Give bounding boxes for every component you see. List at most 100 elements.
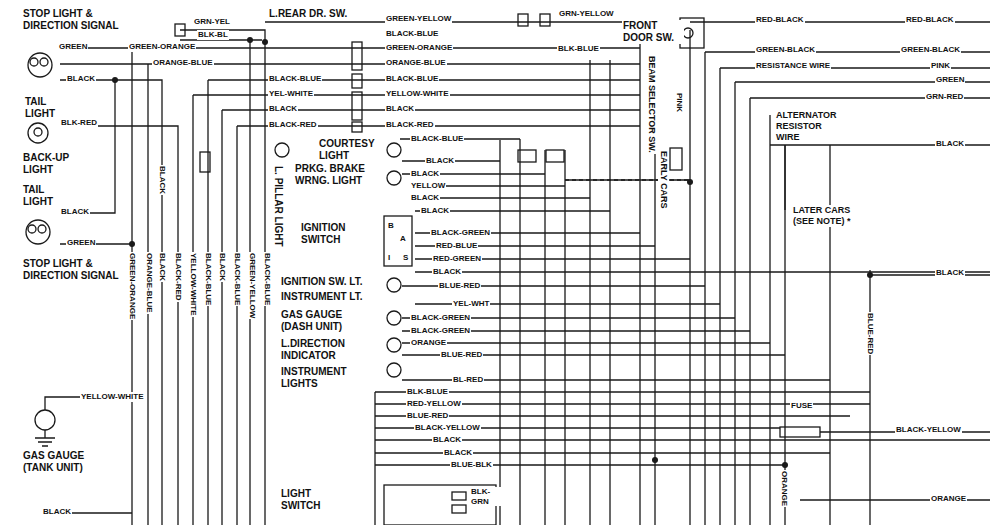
wire-color-label: BLACK [935,139,965,149]
wire-color-label: BLACK [425,156,455,166]
wire-color-label: BLACK [420,206,450,216]
wire-color-label: BL-RED [452,375,484,385]
wire-color-label: BLACK-BLUE [262,252,272,306]
wire-color-label: EARLY CARS [658,150,669,210]
component-label: INSTRUMENT LIGHTS [280,366,352,390]
wire-color-label: S [402,253,409,263]
wire-color-label: PINK [674,92,684,113]
wire-color-label: GREEN-YELLOW [247,252,257,319]
wire-color-label: BLACK [410,169,440,179]
wire-color-label: GREEN [935,75,965,85]
wire-color-label: GREEN-BLACK [900,45,961,55]
wire-color-label: GREEN [58,42,88,52]
wire-color-label: BLACK [385,104,415,114]
wire-color-label: GRN-YELLOW [558,9,615,19]
wire-color-label: IGNITION SW. LT. [280,276,363,288]
wire-color-label: BLUE-RED [438,281,481,291]
wire-color-label: BLUE-RED [406,411,449,421]
wire-color-label: BLUE-RED [440,350,483,360]
wire-color-label: GREEN-BLACK [755,45,816,55]
wire-color-label: BLACK-YELLOW [895,425,962,435]
wire-color-label: BLACK-RED [385,120,435,130]
wire-color-label: RED-BLUE [435,241,478,251]
component-label: BACK-UP LIGHT [22,152,74,176]
wire-color-label: BLK-BLUE [406,387,449,397]
wire-color-label: BLK-BL [197,30,229,40]
wire-color-label: YEL-WHITE [268,89,314,99]
wire-color-label: BLACK [935,268,965,278]
wire-color-label: BLACK-BLUE [410,134,464,144]
wire-color-label: BLK-RED [60,118,98,128]
component-label: STOP LIGHT & DIRECTION SIGNAL [22,8,124,32]
wire-color-label: L.REAR DR. SW. [268,8,348,20]
component-label: PRKG. BRAKE WRNG. LIGHT [294,163,371,187]
component-label: LATER CARS (SEE NOTE) * [792,205,864,227]
wire-color-label: BLACK [60,207,90,217]
wire-color-label: BLACK [410,193,440,203]
component-label: L.DIRECTION INDICATOR [280,338,357,362]
wire-color-label: BLACK [157,252,167,282]
wire-color-label: ORANGE-BLUE [385,58,447,68]
component-label: COURTESY LIGHT [318,138,380,162]
wire-color-label: BLACK-BLUE [268,74,322,84]
wire-color-label: L. PILLAR LIGHT [272,165,284,248]
wire-color-label: GREEN-ORANGE [385,43,453,53]
wire-color-label: YELLOW-WHITE [385,89,450,99]
wire-color-label: BLACK [432,267,462,277]
wire-color-label: RESISTANCE WIRE [755,61,831,71]
component-label: ALTERNATOR RESISTOR WIRE [775,110,847,142]
wire-color-label: RED-BLACK [905,15,955,25]
wire-color-label: GRN-YEL [193,17,231,27]
component-label: BLK-GRN [470,487,502,506]
wire-color-label: B [387,221,395,231]
wire-color-label: RED-YELLOW [406,399,462,409]
wire-color-label: BLACK [443,448,473,458]
wire-color-label: PINK [930,61,951,71]
wire-color-label: ORANGE-BLUE [144,252,154,314]
wire-color-label: BLUE-BLK [450,460,493,470]
wire-color-label: BLACK [42,507,72,517]
wire-color-label: BLACK-GREEN [410,326,471,336]
wire-color-label: BLACK [217,252,227,282]
wire-color-label: ORANGE [410,338,447,348]
wire-color-label: BLACK-BLUE [203,252,213,306]
wire-color-label: RED-GREEN [432,254,482,264]
wire-color-label: YELLOW-WHITE [188,252,198,317]
component-label: IGNITION SWITCH [300,222,362,246]
wire-color-label: GRN-RED [925,92,964,102]
wire-color-label: BLACK-GREEN [410,313,471,323]
wire-color-label: BLACK [157,165,167,195]
wire-color-label: A [399,234,407,244]
wire-color-label: BEAM SELECTOR SW. [646,55,657,154]
component-label: FRONT DOOR SW. [622,20,684,44]
wire-color-label: YEL-WHT [452,299,490,309]
wire-color-label: RED-BLACK [755,15,805,25]
wire-color-label: BLACK [268,104,298,114]
wire-color-label: GREEN [66,238,96,248]
wire-color-label: FUSE [790,401,813,411]
wire-color-label: YELLOW [410,181,446,191]
wire-color-label: BLUE-RED [865,312,875,355]
wire-color-label: ORANGE [779,470,789,507]
component-label: LIGHT SWITCH [280,488,327,512]
wire-color-label: BLACK-RED [173,252,183,302]
wire-color-label: BLACK-BLUE [232,252,242,306]
wire-color-label: BLACK-BLUE [385,74,439,84]
wire-color-label: GREEN-ORANGE [128,42,196,52]
wire-color-label: BLACK [432,435,462,445]
wire-color-label: BLACK-RED [268,120,318,130]
wire-color-label: GREEN-ORANGE [127,252,137,320]
component-label: TAIL LIGHT [24,96,66,120]
wire-color-label: BLACK-YELLOW [414,423,481,433]
wire-color-label: BLACK-BLUE [385,29,439,39]
wire-color-label: I [387,253,391,263]
wire-color-label: YELLOW-WHITE [80,392,145,402]
wire-color-label: BLACK [66,74,96,84]
wire-color-label: GREEN-YELLOW [385,14,452,24]
wire-color-label: BLACK-GREEN [430,228,491,238]
component-label: STOP LIGHT & DIRECTION SIGNAL [22,258,124,282]
component-label: GAS GAUGE (TANK UNIT) [22,450,89,474]
wire-color-label: INSTRUMENT LT. [280,291,363,303]
wire-color-label: ORANGE [930,494,967,504]
